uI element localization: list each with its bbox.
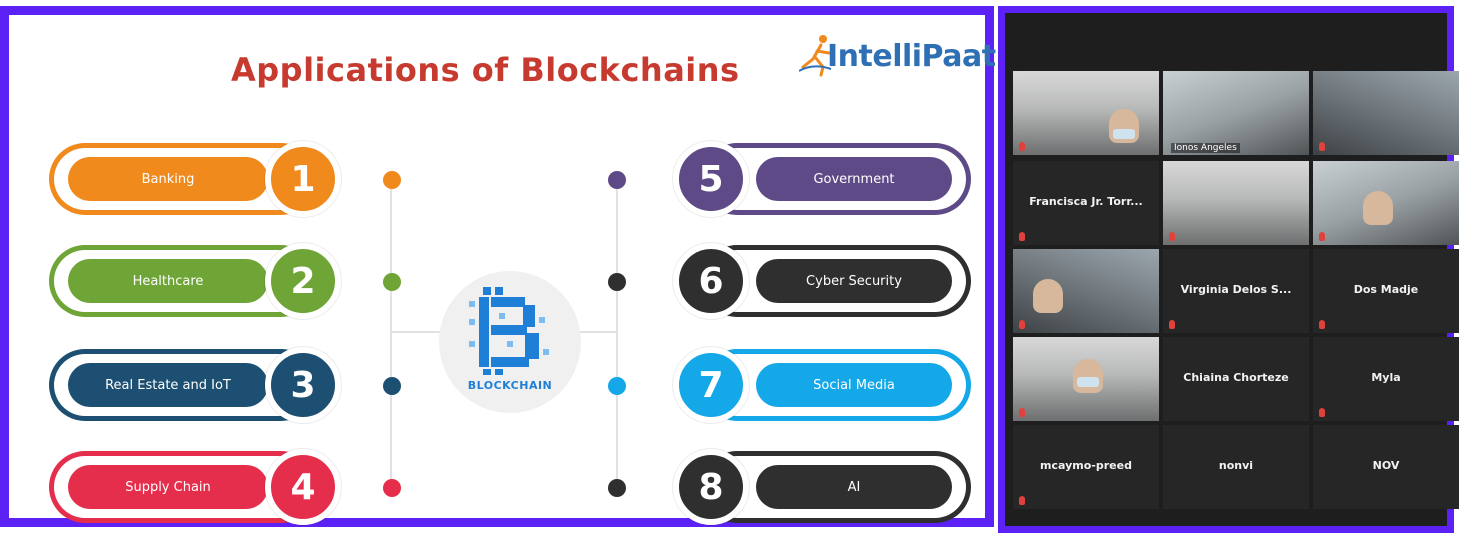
participant-tile-13[interactable]: mcaymo-preed [1013,425,1159,509]
participant-tile-10[interactable] [1013,337,1159,421]
muted-mic-icon [1169,320,1175,329]
participant-name: Francisca Jr. Torr... [1029,195,1143,208]
bitcoin-b-icon [469,287,549,375]
number-badge-6: 6 [673,243,749,319]
real-estate-pill: Real Estate and IoT [49,349,317,421]
video-conference-panel: Ionos Angeles Francisca Jr. Torr... Virg… [998,6,1459,533]
number-badge-5: 5 [673,141,749,217]
participant-name: Dos Madje [1353,283,1419,296]
participant-figure [1033,279,1063,313]
dot-4 [383,479,401,497]
left-branch-line [390,331,440,333]
participant-tile-9[interactable]: Dos Madje [1313,249,1459,333]
face-mask [1077,377,1099,387]
participant-tile-2[interactable]: Ionos Angeles [1163,71,1309,155]
muted-mic-icon [1169,232,1175,241]
muted-mic-icon [1019,142,1025,151]
participant-tile-4[interactable]: Francisca Jr. Torr... [1013,161,1159,245]
number-badge-8: 8 [673,449,749,525]
participant-tile-14[interactable]: nonvi [1163,425,1309,509]
participant-tile-1[interactable] [1013,71,1159,155]
slide-title: Applications of Blockchains [231,51,740,89]
logo-text: IntelliPaat [827,39,996,74]
right-connector-line [616,177,618,497]
participant-tile-6[interactable] [1313,161,1459,245]
participant-name: mcaymo-preed [1040,459,1132,472]
dot-1 [383,171,401,189]
social-media-label: Social Media [756,363,952,407]
participant-tile-5[interactable] [1163,161,1309,245]
slide-panel: Applications of Blockchains IntelliPaat … [0,6,996,527]
muted-mic-icon [1319,320,1325,329]
face-mask [1113,129,1135,139]
video-feed [1013,71,1159,155]
participant-tile-7[interactable] [1013,249,1159,333]
muted-mic-icon [1019,320,1025,329]
number-badge-7: 7 [673,347,749,423]
dot-7 [608,377,626,395]
banking-label: Banking [68,157,268,201]
muted-mic-icon [1019,496,1025,505]
blockchain-logo: BLOCKCHAIN [439,271,581,413]
muted-mic-icon [1319,232,1325,241]
ai-label: AI [756,465,952,509]
muted-mic-icon [1319,142,1325,151]
participant-name: Chiaina Chorteze [1183,371,1289,384]
participant-tile-15[interactable]: NOV [1313,425,1459,509]
video-feed [1313,71,1459,155]
participant-tile-11[interactable]: Chiaina Chorteze [1163,337,1309,421]
supply-chain-label: Supply Chain [68,465,268,509]
cyber-security-pill: Cyber Security [701,245,971,317]
dot-2 [383,273,401,291]
ai-pill: AI [701,451,971,523]
right-branch-line [580,331,618,333]
participant-name: NOV [1372,459,1400,472]
muted-mic-icon [1019,408,1025,417]
muted-mic-icon [1319,408,1325,417]
runner-icon [799,35,832,77]
participant-figure [1363,191,1393,225]
intellipaat-logo: IntelliPaat [799,29,996,79]
blockchain-label: BLOCKCHAIN [467,379,553,392]
banking-pill: Banking [49,143,317,215]
dot-8 [608,479,626,497]
video-feed [1163,161,1309,245]
participant-name: nonvi [1218,459,1254,472]
government-label: Government [756,157,952,201]
muted-mic-icon [1019,232,1025,241]
participant-name: Virginia Delos S... [1180,283,1292,296]
supply-chain-pill: Supply Chain [49,451,317,523]
number-badge-1: 1 [265,141,341,217]
video-feed [1163,71,1309,155]
participant-tile-8[interactable]: Virginia Delos S... [1163,249,1309,333]
participant-tile-12[interactable]: Myla [1313,337,1459,421]
dot-5 [608,171,626,189]
number-badge-3: 3 [265,347,341,423]
cyber-security-label: Cyber Security [756,259,952,303]
participant-figure [1073,359,1103,393]
social-media-pill: Social Media [701,349,971,421]
dot-3 [383,377,401,395]
participant-tile-3[interactable] [1313,71,1459,155]
number-badge-4: 4 [265,449,341,525]
healthcare-label: Healthcare [68,259,268,303]
participant-name: Myla [1371,371,1401,384]
left-connector-line [390,177,392,497]
dot-6 [608,273,626,291]
real-estate-label: Real Estate and IoT [68,363,268,407]
number-badge-2: 2 [265,243,341,319]
participant-caption: Ionos Angeles [1171,143,1240,153]
